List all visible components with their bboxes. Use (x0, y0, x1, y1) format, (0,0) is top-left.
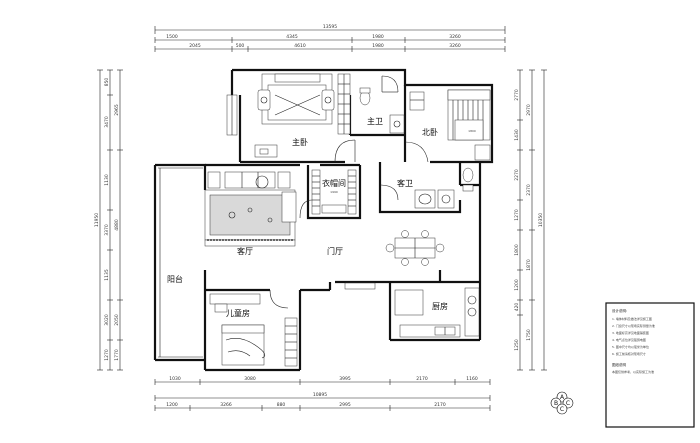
dim-right-i0: 2970 (526, 104, 532, 116)
dim-left-o3: 3370 (104, 224, 110, 236)
dim-right-o4: 1800 (514, 244, 520, 256)
dim-top-r2-0: 2045 (189, 43, 201, 49)
dim-bot-r1-0: 1030 (169, 376, 181, 382)
dim-top-r1-1: 4345 (286, 34, 298, 40)
dim-left-o6: 1270 (104, 349, 110, 361)
dim-bot-r2-1: 3266 (220, 402, 232, 408)
compass-letter-2: C (566, 400, 570, 407)
label-guest-bath: 客卫 (397, 178, 413, 188)
tv-cabinet (204, 239, 296, 247)
dim-top-r2-2: 4610 (294, 43, 306, 49)
dim-top-total: 13595 (323, 24, 337, 30)
dim-bot-r2-4: 2170 (434, 402, 446, 408)
living-sofa-set (204, 171, 297, 241)
label-kids-room: 儿童房 (226, 308, 250, 318)
dim-left-o4: 1135 (104, 269, 110, 281)
dim-bot-r2-2: 880 (277, 402, 286, 408)
notes-footer: 本图仅供参考，以实际施工为准 (612, 369, 654, 374)
dim-bot-r2-3: 2995 (339, 402, 351, 408)
balcony-rail (158, 167, 203, 358)
label-closet-size: 1990 (330, 190, 338, 194)
dim-right-i2: 1870 (526, 259, 532, 271)
left-dimensions: 11950 850 3470 1130 3370 1135 3020 1270 … (94, 69, 123, 371)
notes-line-1: 2. 门窗尺寸以现场实际测量为准 (612, 323, 655, 328)
master-bath-fixtures (359, 75, 405, 134)
shoe-cabinet (344, 282, 376, 290)
north-bedroom-furniture (409, 89, 491, 161)
kitchen-fixtures (394, 287, 480, 338)
dim-right-i1: 2370 (526, 184, 532, 196)
kids-room-furniture (209, 289, 298, 367)
dim-right-o3: 1270 (514, 209, 520, 221)
compass-symbol: A B C C (550, 391, 574, 415)
dim-bot-r2-0: 1200 (166, 402, 178, 408)
dim-top-r1-3: 3260 (449, 34, 461, 40)
right-dimensions: 2770 1430 2270 1270 1800 1200 420 1250 2… (514, 69, 547, 371)
master-wardrobe (337, 73, 351, 135)
dim-top-r2-3: 1980 (372, 43, 384, 49)
dim-left-i0: 2965 (114, 104, 120, 116)
dim-top-r2-1: 500 (236, 43, 245, 49)
notes-line-0: 1. 墙体材料及做法详见施工图 (612, 316, 652, 321)
dim-left-i2: 2050 (114, 314, 120, 326)
top-dimensions: 13595 1500 4345 1980 3260 2045 500 4610 … (154, 24, 506, 52)
window-master-west (226, 94, 238, 136)
notes-line-3: 4. 电气点位详见强弱电图 (612, 337, 646, 342)
dim-right-o5: 1200 (514, 279, 520, 291)
guest-bath-fixtures (379, 167, 474, 209)
dim-right-i3: 1750 (526, 329, 532, 341)
notes-line-2: 3. 地面标高详见地面铺装图 (612, 330, 649, 335)
master-bed (257, 73, 335, 125)
dim-bot-r1-4: 1160 (466, 376, 478, 382)
dim-right-o6: 420 (514, 303, 520, 312)
walls (153, 68, 494, 372)
notes-footer-title: 图纸说明 (612, 362, 626, 367)
label-kitchen: 厨房 (432, 301, 448, 311)
dim-top-r1-0: 1500 (166, 34, 178, 40)
door-master (334, 139, 356, 163)
bottom-dimensions: 1030 3080 3995 2170 1160 10895 1200 3266… (154, 376, 491, 411)
dim-left-o5: 3020 (104, 314, 110, 326)
dim-left-i1: 4880 (114, 219, 120, 231)
notes-line-4: 5. 图中尺寸均以毫米为单位 (612, 344, 649, 349)
dim-right-o0: 2770 (514, 89, 520, 101)
dim-left-i3: 1770 (114, 349, 120, 361)
dim-right-o1: 1430 (514, 129, 520, 141)
label-closet: 衣帽间 (322, 178, 346, 188)
closet-shelves (311, 169, 357, 215)
dim-left-total: 11950 (94, 213, 100, 227)
compass-letter-0: A (560, 394, 565, 401)
dim-top-r2-4: 3260 (449, 43, 461, 49)
dim-bot-r1-2: 3995 (339, 376, 351, 382)
door-closet (299, 199, 313, 219)
dim-bot-total: 10895 (313, 392, 327, 398)
notes-line-5: 6. 施工前请核对现场尺寸 (612, 351, 646, 356)
dim-top-r1-2: 1980 (372, 34, 384, 40)
label-master-bath: 主卫 (367, 116, 383, 126)
dining-table (385, 230, 445, 266)
notes-title: 设计说明: (612, 308, 627, 313)
compass-letter-1: B (554, 400, 558, 407)
notes-panel: 设计说明: 1. 墙体材料及做法详见施工图 2. 门窗尺寸以现场实际测量为准 3… (605, 302, 695, 428)
dim-bot-r1-1: 3080 (244, 376, 256, 382)
dim-right-total: 10350 (538, 213, 544, 227)
dim-left-o2: 1130 (104, 174, 110, 186)
label-north-bedroom: 北卧 (422, 128, 438, 137)
dim-left-o0: 850 (104, 78, 110, 87)
dim-right-o2: 2270 (514, 169, 520, 181)
master-desk (254, 144, 278, 158)
label-master-bedroom: 主卧 (292, 137, 308, 147)
label-balcony: 阳台 (167, 274, 183, 284)
dim-bot-r1-3: 2170 (416, 376, 428, 382)
label-bed-size: 1800 (468, 129, 476, 133)
door-north-bedroom (404, 141, 429, 163)
compass-letter-3: C (560, 406, 564, 413)
dim-right-o7: 1250 (514, 339, 520, 351)
label-foyer: 门厅 (327, 246, 343, 256)
dim-left-o1: 3470 (104, 116, 110, 128)
label-living-room: 客厅 (237, 246, 253, 256)
